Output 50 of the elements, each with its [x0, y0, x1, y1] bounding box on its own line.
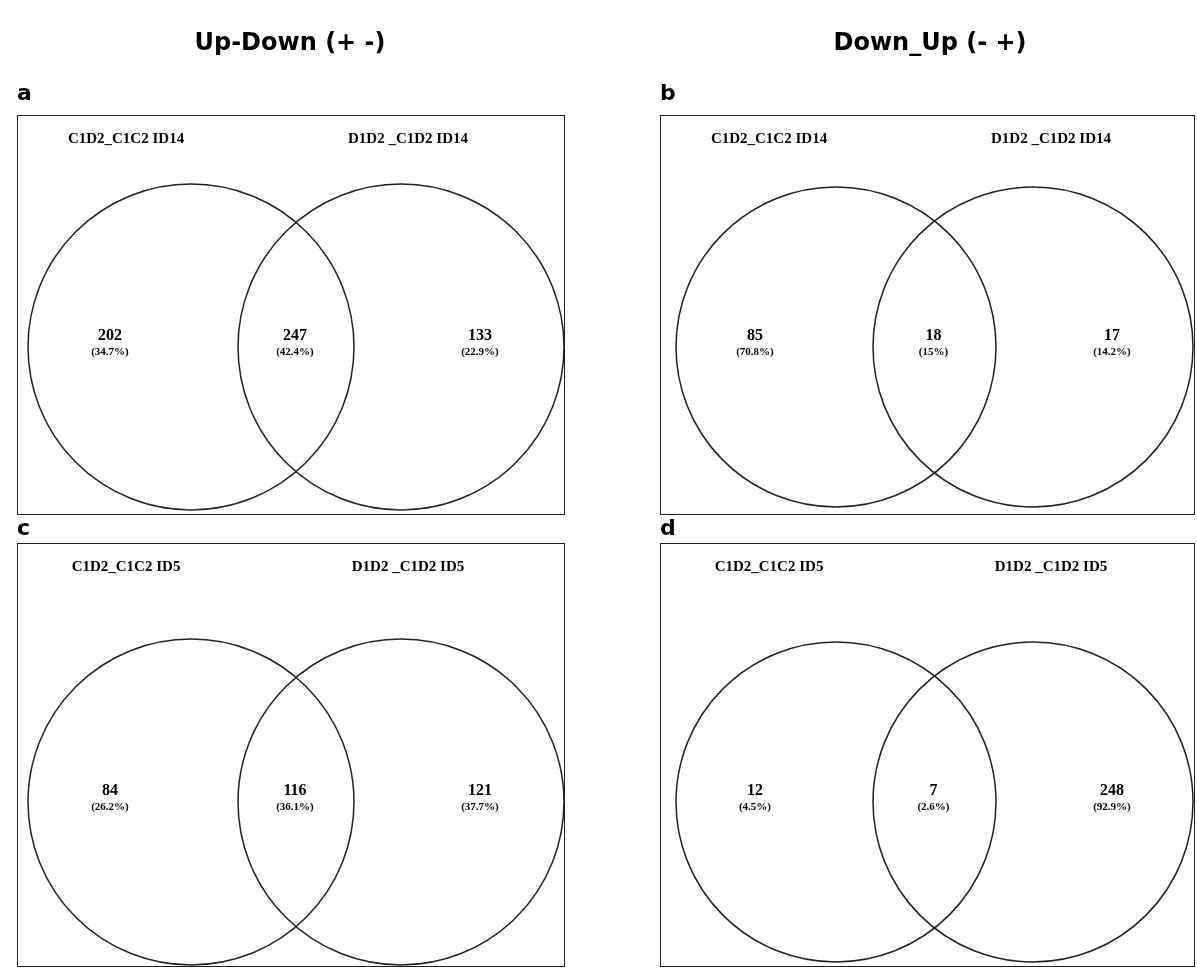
set-label: D1D2 _C1D2 ID14 — [991, 130, 1111, 147]
venn-panel — [660, 543, 1195, 967]
percentage-value: (42.4%) — [276, 345, 314, 357]
count-value: 84 — [102, 781, 118, 799]
panel-letter: d — [660, 515, 676, 540]
count-value: 248 — [1100, 781, 1124, 799]
set-label: C1D2_C1C2 ID14 — [67, 130, 185, 147]
percentage-value: (15%) — [918, 345, 949, 357]
count-value: 121 — [468, 781, 492, 799]
set-label: D1D2 _C1D2 ID5 — [351, 558, 465, 575]
percentage-value: (34.7%) — [91, 345, 129, 357]
set-label: C1D2_C1C2 ID14 — [710, 130, 828, 147]
set-label: D1D2 _C1D2 ID5 — [994, 558, 1108, 575]
percentage-value: (2.6%) — [917, 800, 950, 812]
set-label: C1D2_C1C2 ID5 — [71, 558, 181, 575]
count-value: 202 — [98, 326, 122, 344]
count-value: 12 — [747, 781, 763, 799]
percentage-value: (37.7%) — [461, 800, 499, 812]
set-circle — [872, 186, 1194, 508]
count-value: 247 — [283, 326, 307, 344]
panel-letter: c — [17, 515, 31, 540]
percentage-value: (36.1%) — [276, 800, 314, 812]
set-circle — [237, 638, 565, 966]
set-circle — [675, 641, 997, 963]
count-value: 18 — [925, 326, 942, 344]
panel-letter: b — [660, 80, 676, 105]
count-value: 7 — [929, 781, 938, 799]
set-circle — [675, 186, 997, 508]
percentage-value: (70.8%) — [736, 345, 774, 357]
column-heading: Up-Down (+ -) — [194, 28, 386, 56]
count-value: 133 — [468, 326, 492, 344]
percentage-value: (14.2%) — [1093, 345, 1131, 357]
venn-panel — [17, 115, 565, 515]
panel-letter: a — [17, 80, 32, 105]
count-value: 17 — [1104, 326, 1120, 344]
set-label: D1D2 _C1D2 ID14 — [348, 130, 468, 147]
set-label: C1D2_C1C2 ID5 — [714, 558, 824, 575]
column-heading: Down_Up (- +) — [833, 28, 1027, 56]
set-circle — [872, 641, 1194, 963]
percentage-value: (26.2%) — [91, 800, 129, 812]
count-value: 116 — [283, 781, 307, 799]
percentage-value: (4.5%) — [738, 800, 772, 812]
percentage-value: (92.9%) — [1093, 800, 1131, 812]
venn-panel — [17, 543, 565, 967]
venn-panel — [660, 115, 1195, 515]
count-value: 85 — [747, 326, 763, 344]
set-circle — [237, 183, 565, 511]
set-circle — [27, 638, 355, 966]
set-circle — [27, 183, 355, 511]
percentage-value: (22.9%) — [461, 345, 499, 357]
